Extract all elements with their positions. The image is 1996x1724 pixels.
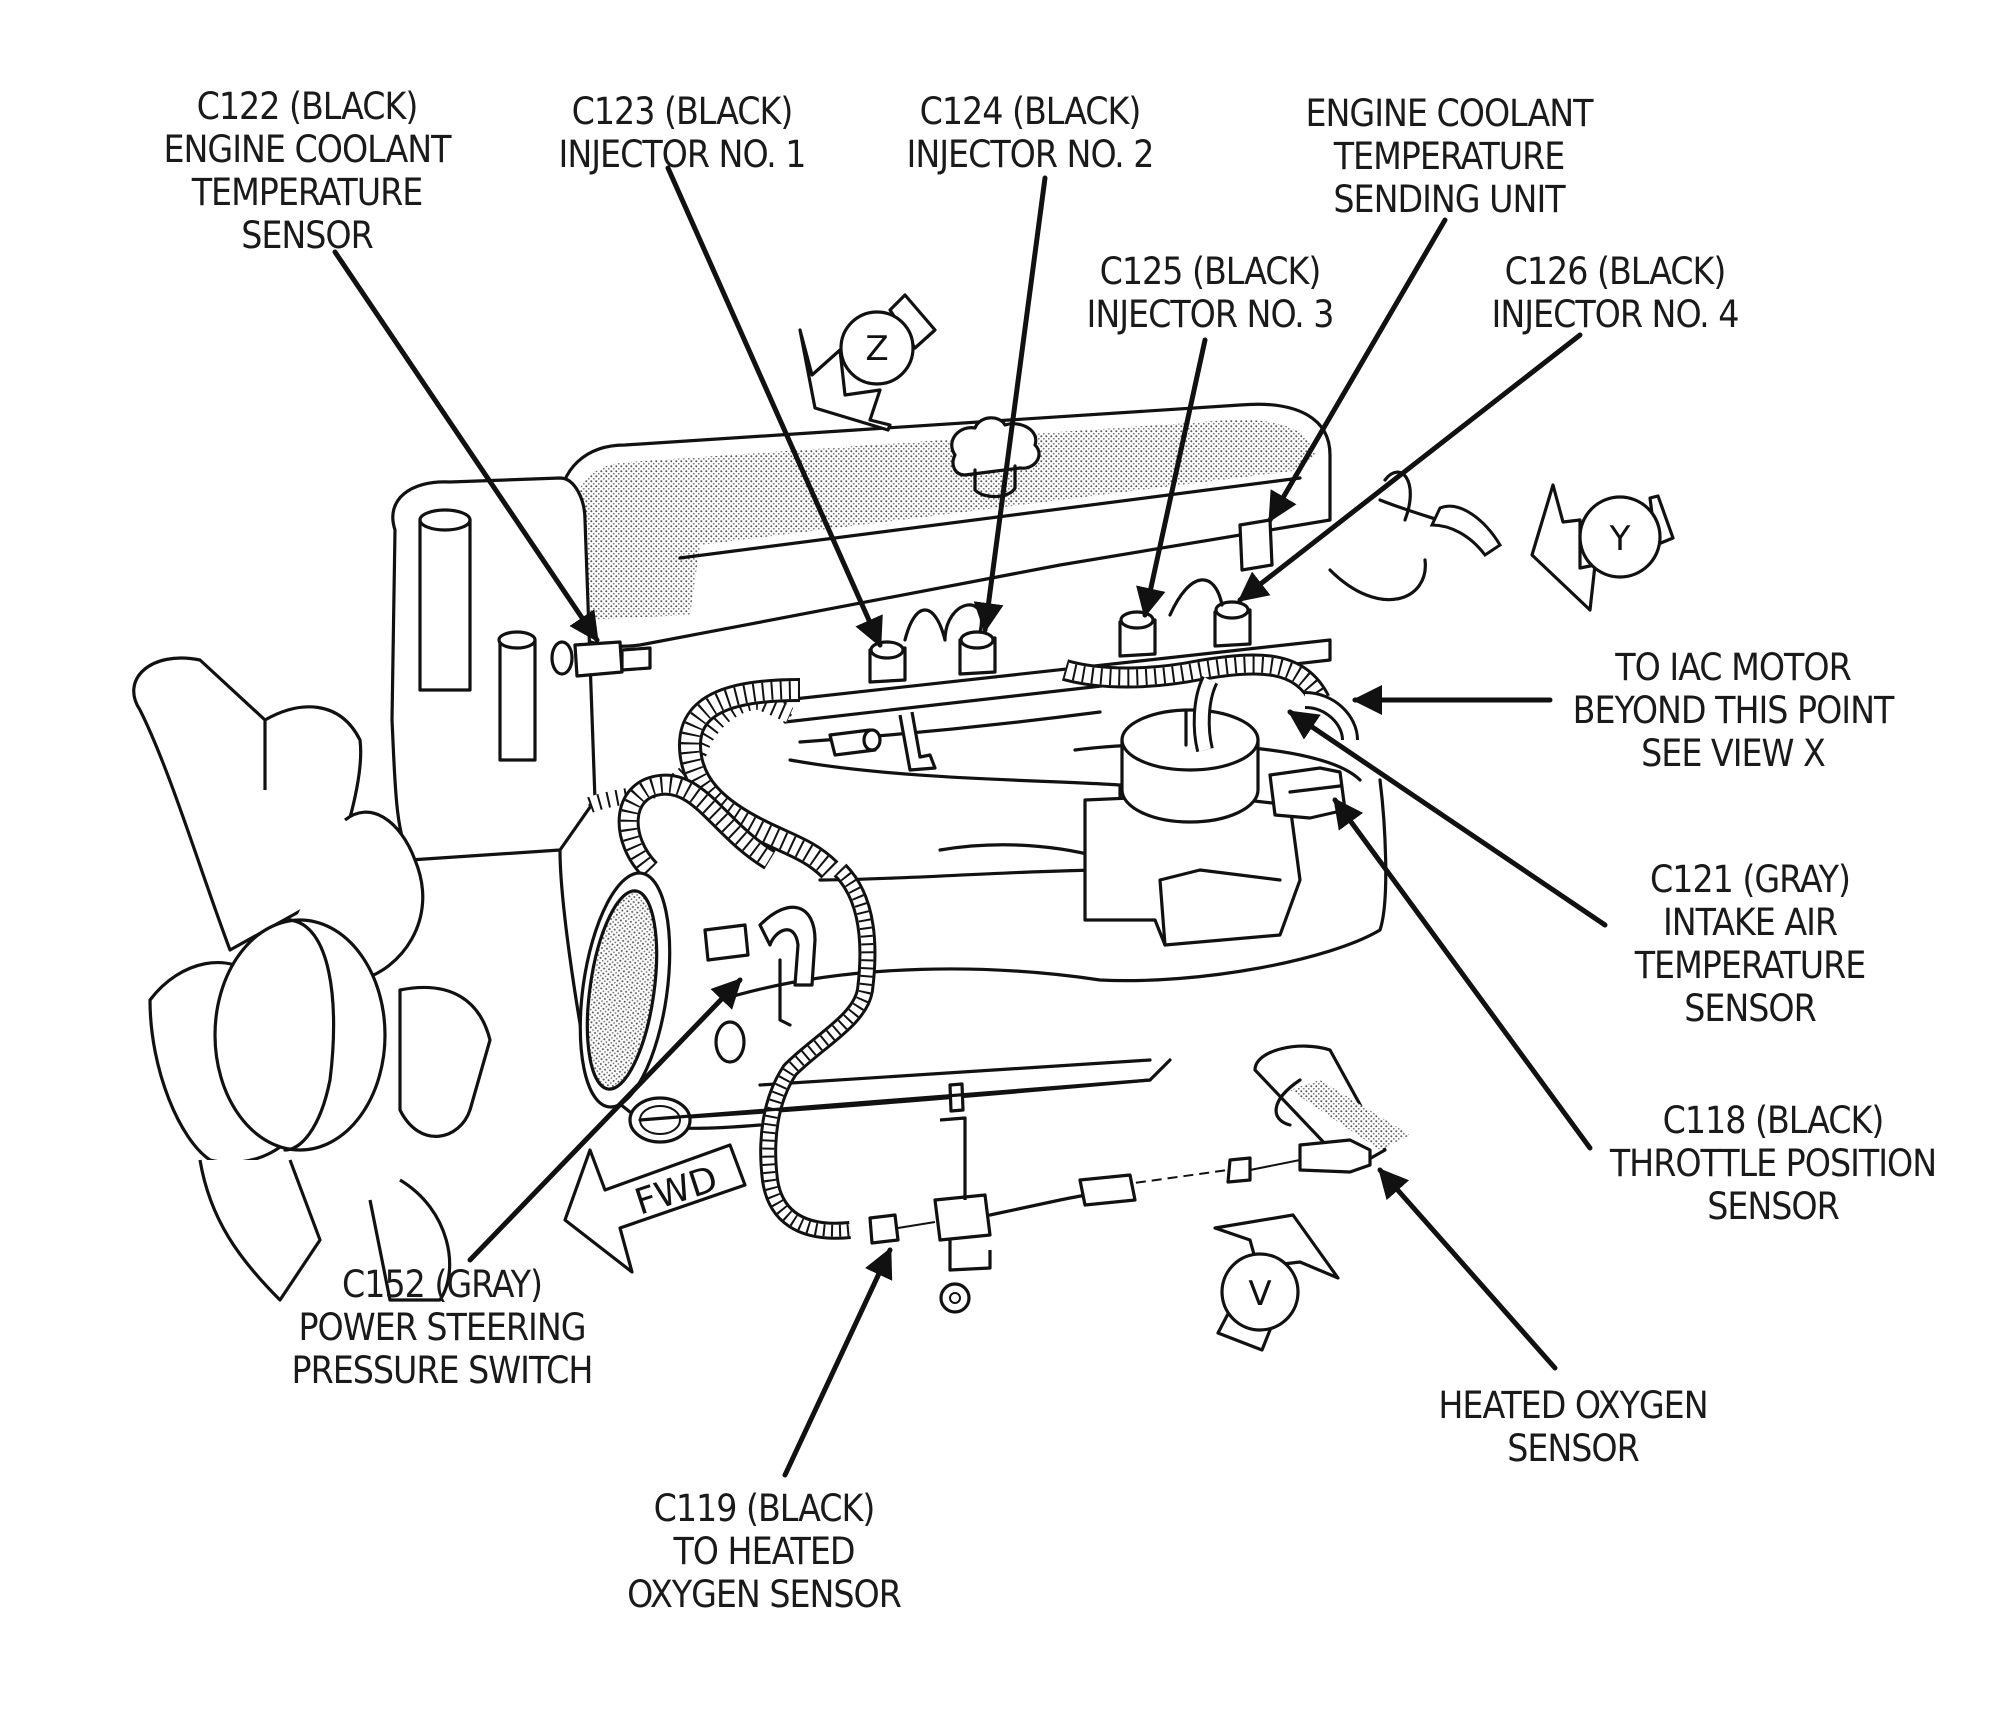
injector-4: [1213, 600, 1252, 648]
cooling-fan: [132, 656, 492, 1302]
label-c124-line-1: C124 (BLACK): [920, 90, 1141, 133]
label-c119-line-3: OXYGEN SENSOR: [627, 1573, 902, 1616]
c119-connector: [868, 1116, 1137, 1314]
leader-c122: [332, 249, 600, 643]
label-c152-line-1: C152 (GRAY): [342, 1263, 542, 1306]
label-c121: C121 (GRAY) INTAKE AIR TEMPERATURE SENSO…: [1634, 858, 1867, 1030]
label-c118: C118 (BLACK) THROTTLE POSITION SENSOR: [1609, 1099, 1937, 1228]
heated-oxygen-sensor: [1119, 1138, 1372, 1186]
power-steering-pulley: [578, 871, 746, 1144]
label-c123-line-2: INJECTOR NO. 1: [559, 133, 806, 176]
view-marker-v-label: V: [1248, 1274, 1271, 1314]
c122-connector: [550, 640, 652, 678]
label-c125-line-1: C125 (BLACK): [1100, 250, 1321, 293]
label-c124-line-2: INJECTOR NO. 2: [907, 133, 1154, 176]
label-iac-motor-line-2: BEYOND THIS POINT: [1573, 689, 1895, 732]
view-marker-y: Y: [1530, 483, 1675, 612]
leader-c126: [1237, 332, 1583, 603]
view-marker-y-label: Y: [1609, 519, 1631, 559]
engine-illustration: [132, 402, 1503, 1314]
leader-ect-sending-unit: [1267, 217, 1448, 523]
label-c126: C126 (BLACK) INJECTOR NO. 4: [1492, 250, 1740, 336]
label-c119-line-2: TO HEATED: [672, 1530, 854, 1573]
label-c152-line-3: PRESSURE SWITCH: [292, 1349, 593, 1392]
label-ect-sending-unit: ENGINE COOLANT TEMPERATURE SENDING UNIT: [1305, 92, 1595, 221]
forward-direction-arrow: FWD: [563, 1143, 747, 1274]
leader-c124: [973, 175, 1048, 633]
label-heated-oxygen-sensor: HEATED OXYGEN SENSOR: [1438, 1384, 1708, 1470]
label-c124: C124 (BLACK) INJECTOR NO. 2: [907, 90, 1155, 176]
label-ect-sending-unit-line-1: ENGINE COOLANT: [1305, 92, 1594, 135]
wiring-harness: [587, 653, 1359, 1240]
oil-filler-cap: [950, 416, 1041, 499]
label-c119-line-1: C119 (BLACK): [654, 1487, 875, 1530]
leader-c119: [782, 1247, 893, 1478]
label-c152-line-2: POWER STEERING: [298, 1306, 585, 1349]
label-iac-motor: TO IAC MOTOR BEYOND THIS POINT SEE VIEW …: [1573, 646, 1896, 775]
label-c122: C122 (BLACK) ENGINE COOLANT TEMPERATURE …: [163, 85, 453, 257]
tps-connector: [1268, 766, 1347, 820]
label-c125-line-2: INJECTOR NO. 3: [1087, 293, 1334, 336]
intake-manifold: [788, 758, 1122, 882]
label-c122-line-4: SENSOR: [241, 214, 373, 257]
label-c125: C125 (BLACK) INJECTOR NO. 3: [1087, 250, 1335, 336]
label-heated-oxygen-sensor-line-1: HEATED OXYGEN: [1438, 1384, 1707, 1427]
label-c118-line-2: THROTTLE POSITION: [1609, 1142, 1936, 1185]
label-ect-sending-unit-line-3: SENDING UNIT: [1333, 178, 1566, 221]
label-c126-line-1: C126 (BLACK): [1505, 250, 1726, 293]
view-marker-z: Z: [798, 293, 937, 432]
injector-3: [1118, 610, 1157, 658]
leader-c152: [467, 977, 743, 1263]
injector-2: [958, 630, 997, 676]
exhaust-pipe: [1253, 1044, 1410, 1172]
label-heated-oxygen-sensor-line-2: SENSOR: [1507, 1427, 1639, 1470]
label-c122-line-3: TEMPERATURE: [191, 171, 423, 214]
label-c126-line-2: INJECTOR NO. 4: [1492, 293, 1739, 336]
label-c123-line-1: C123 (BLACK): [572, 90, 793, 133]
label-iac-motor-line-3: SEE VIEW X: [1641, 732, 1825, 775]
label-c152: C152 (GRAY) POWER STEERING PRESSURE SWIT…: [292, 1263, 594, 1392]
fuel-rail: [783, 638, 1332, 724]
leader-lines: [332, 165, 1608, 1478]
leader-c121: [1287, 709, 1608, 928]
label-c121-line-1: C121 (GRAY): [1650, 858, 1850, 901]
injector-1: [868, 640, 907, 684]
leader-c118: [1332, 797, 1593, 1151]
valve-cover-stipple: [575, 419, 1315, 620]
label-c119: C119 (BLACK) TO HEATED OXYGEN SENSOR: [627, 1487, 903, 1616]
view-marker-z-label: Z: [865, 329, 888, 369]
label-c121-line-3: TEMPERATURE: [1634, 944, 1866, 987]
label-c123: C123 (BLACK) INJECTOR NO. 1: [559, 90, 807, 176]
leader-c125: [1136, 337, 1208, 618]
label-c122-line-2: ENGINE COOLANT: [163, 128, 452, 171]
view-marker-v: V: [1213, 1213, 1340, 1352]
label-c118-line-3: SENSOR: [1707, 1185, 1839, 1228]
ect-sending-unit-connector: [1238, 518, 1274, 572]
leader-c123: [665, 165, 883, 648]
label-ect-sending-unit-line-2: TEMPERATURE: [1333, 135, 1565, 178]
throttle-body: [1083, 708, 1302, 947]
label-c121-line-2: INTAKE AIR: [1663, 901, 1838, 944]
label-iac-motor-line-1: TO IAC MOTOR: [1614, 646, 1851, 689]
leader-heated-oxygen-sensor: [1377, 1167, 1558, 1371]
c152-connector: [703, 905, 817, 1027]
label-c121-line-4: SENSOR: [1684, 987, 1816, 1030]
label-c122-line-1: C122 (BLACK): [197, 85, 418, 128]
label-c118-line-1: C118 (BLACK): [1663, 1099, 1884, 1142]
